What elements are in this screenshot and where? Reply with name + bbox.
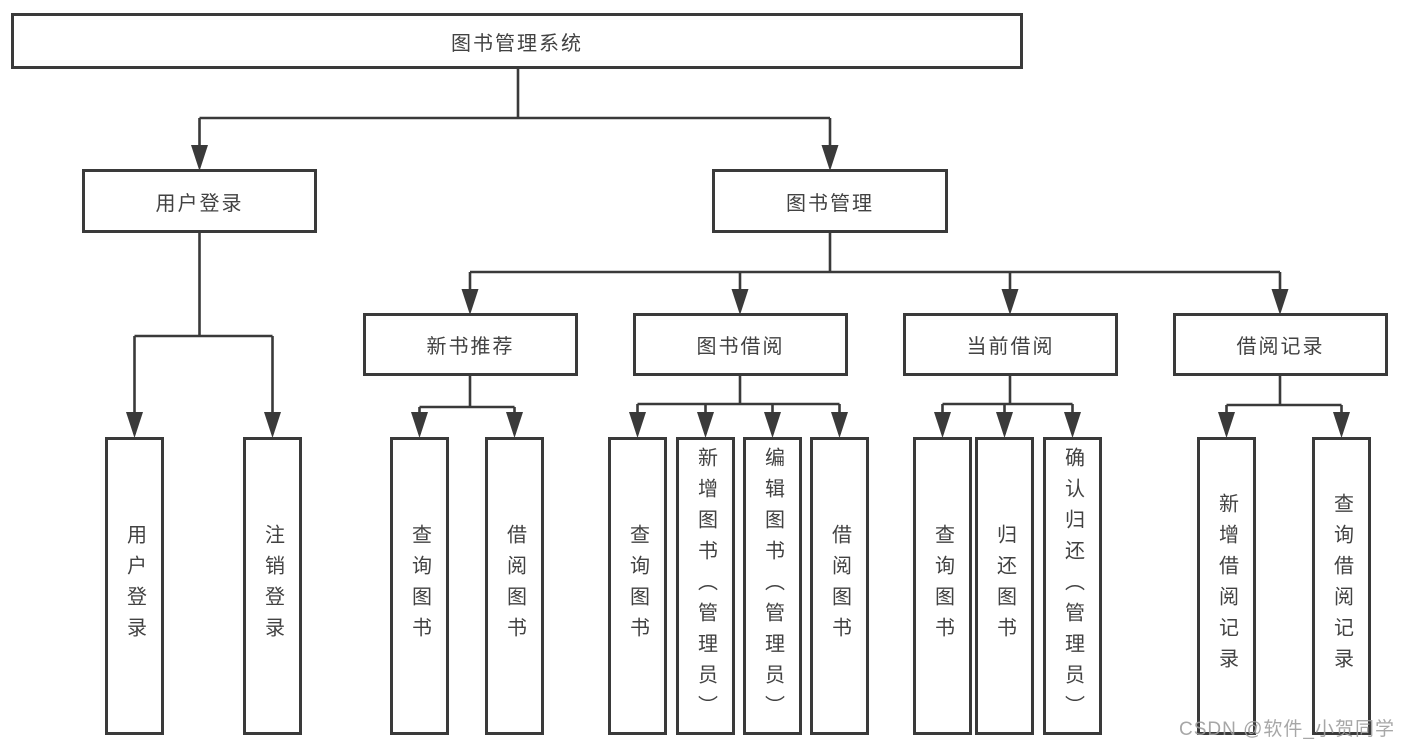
node-book-borrow: 图书借阅 — [633, 313, 848, 376]
node-leaf-query-books-current: 查询图书 — [913, 437, 972, 735]
node-label: 查询图书 — [408, 524, 431, 648]
connector-shafts — [133, 69, 1343, 434]
node-label: 图书借阅 — [696, 336, 785, 358]
node-label: 用户登录 — [155, 192, 244, 215]
node-book-management: 图书管理 — [712, 169, 948, 233]
node-label: 新书推荐 — [426, 336, 515, 358]
node-leaf-add-book-admin: 新增图书（管理员） — [676, 437, 735, 735]
node-library-management-system: 图书管理系统 — [11, 13, 1023, 69]
node-leaf-edit-book-admin: 编辑图书（管理员） — [743, 437, 802, 735]
node-leaf-borrow-books-recommend: 借阅图书 — [485, 437, 544, 735]
node-label: 查询图书 — [931, 524, 954, 648]
node-leaf-return-book: 归还图书 — [975, 437, 1034, 735]
node-leaf-add-borrow-record: 新增借阅记录 — [1197, 437, 1256, 735]
node-label: 查询图书 — [626, 524, 649, 648]
node-label: 确认归还（管理员） — [1061, 446, 1084, 726]
node-leaf-query-books-borrow: 查询图书 — [608, 437, 667, 735]
node-label: 借阅图书 — [828, 524, 851, 648]
csdn-watermark: CSDN @软件_小贺同学 — [1179, 719, 1395, 740]
node-label: 归还图书 — [993, 524, 1016, 648]
node-label: 新增图书（管理员） — [694, 446, 717, 726]
node-label: 编辑图书（管理员） — [761, 446, 784, 726]
node-leaf-user-login: 用户登录 — [105, 437, 164, 735]
node-label: 借阅记录 — [1236, 336, 1325, 358]
node-label: 图书管理系统 — [451, 32, 583, 55]
node-label: 用户登录 — [123, 524, 146, 648]
node-current-borrow: 当前借阅 — [903, 313, 1118, 376]
connector-arrowheads — [126, 145, 1350, 438]
node-label: 当前借阅 — [966, 336, 1055, 358]
node-leaf-confirm-return-admin: 确认归还（管理员） — [1043, 437, 1102, 735]
node-leaf-logout: 注销登录 — [243, 437, 302, 735]
node-borrow-records: 借阅记录 — [1173, 313, 1388, 376]
node-leaf-borrow-books: 借阅图书 — [810, 437, 869, 735]
node-label: 图书管理 — [786, 192, 874, 215]
node-user-login: 用户登录 — [82, 169, 317, 233]
node-label: 借阅图书 — [503, 524, 526, 648]
node-leaf-query-books-recommend: 查询图书 — [390, 437, 449, 735]
node-new-book-recommend: 新书推荐 — [363, 313, 578, 376]
node-label: 新增借阅记录 — [1215, 493, 1238, 679]
node-leaf-query-borrow-record: 查询借阅记录 — [1312, 437, 1371, 735]
node-label: 查询借阅记录 — [1330, 493, 1353, 679]
node-label: 注销登录 — [261, 524, 284, 648]
